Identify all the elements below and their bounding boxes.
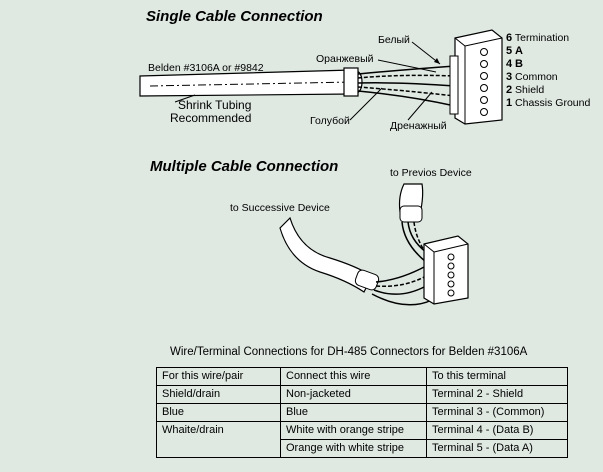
cell: Terminal 5 - (Data A) (426, 439, 568, 458)
next-device-label: to Successive Device (230, 202, 330, 214)
table-caption: Wire/Terminal Connections for DH-485 Con… (170, 346, 528, 358)
wire-drain-label: Дренажный (390, 120, 447, 132)
table-row: Blue Blue Terminal 3 - (Common) (156, 403, 568, 422)
cell: Terminal 4 - (Data B) (426, 421, 568, 440)
terminal-4: 4 B (506, 58, 523, 70)
tubing-line1: Shrink Tubing (178, 98, 252, 112)
table-header-row: For this wire/pair Connect this wire To … (156, 367, 568, 386)
cell: Terminal 3 - (Common) (426, 403, 568, 422)
single-connector (449, 29, 503, 125)
cell: Non-jacketed (280, 385, 427, 404)
terminal-6: 6 Termination (506, 32, 570, 44)
cable-label: Belden #3106A or #9842 (148, 62, 264, 74)
header-connect-wire: Connect this wire (280, 367, 427, 386)
header-terminal: To this terminal (426, 367, 568, 386)
table-row: Shield/drain Non-jacketed Terminal 2 - S… (156, 385, 568, 404)
terminal-2: 2 Shield (506, 84, 545, 96)
wire-blue-label: Голубой (310, 115, 350, 127)
terminal-3: 3 Common (506, 71, 558, 83)
prev-device-label: to Previos Device (390, 167, 472, 179)
terminal-1: 1 Chassis Ground (506, 97, 591, 109)
terminal-5: 5 A (506, 45, 523, 57)
table-row: Whaite/drain White with orange stripe Te… (156, 421, 568, 458)
cell: Blue (280, 403, 427, 422)
cell: Shield/drain (156, 385, 281, 404)
single-cable-drawing (139, 29, 503, 125)
wire-white-label: Белый (378, 34, 410, 46)
next-cable (279, 216, 373, 293)
multiple-cable-drawing (279, 183, 469, 306)
single-title: Single Cable Connection (146, 8, 323, 25)
cell: Terminal 2 - Shield (426, 385, 568, 404)
cell: Whaite/drain (156, 421, 281, 458)
multiple-connector (423, 235, 469, 305)
wiring-diagram (139, 29, 503, 306)
cell: White with orange stripe (280, 421, 427, 440)
table-row: Orange with white stripe Terminal 5 - (D… (157, 439, 568, 458)
shrink-tubing (343, 67, 359, 97)
cell: Blue (156, 403, 281, 422)
connections-table: For this wire/pair Connect this wire To … (156, 367, 568, 458)
cell: Orange with white stripe (280, 439, 427, 458)
wire-orange-label: Оранжевый (316, 53, 374, 65)
tubing-line2: Recommended (170, 111, 252, 125)
header-wire-pair: For this wire/pair (156, 367, 281, 386)
multiple-title: Multiple Cable Connection (150, 158, 339, 175)
